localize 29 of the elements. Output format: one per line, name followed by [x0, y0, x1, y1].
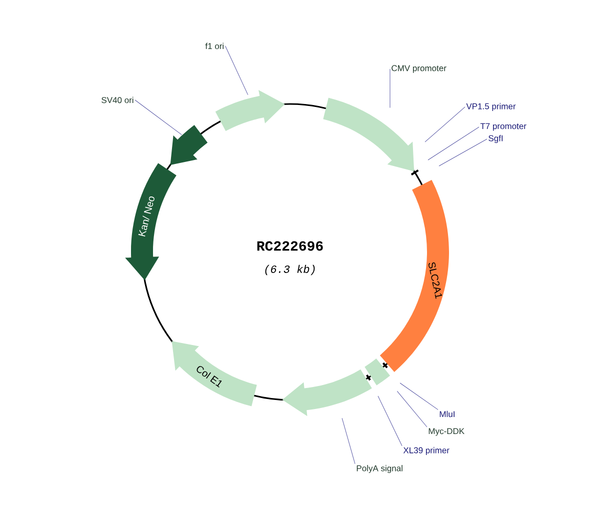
leader-line — [378, 396, 402, 446]
leader-line — [342, 418, 356, 464]
feature-segment — [282, 369, 372, 416]
leader-line — [428, 126, 480, 160]
gene-bar: SLC2A1 — [380, 180, 449, 372]
plasmid-name: RC222696 — [257, 241, 323, 251]
feature-segment: Kan/ Neo — [125, 163, 176, 280]
feature-label: XL39 primer — [403, 447, 450, 455]
feature-segment: Col E1 — [172, 341, 257, 406]
feature-label: SgfI — [488, 135, 503, 143]
leader-line — [438, 138, 488, 166]
feature-label: PolyA signal — [356, 465, 402, 473]
feature-label: MluI — [440, 410, 454, 418]
feature-label: T7 promoter — [480, 123, 526, 131]
feature-label: f1 ori — [205, 42, 224, 50]
tag-block — [364, 358, 390, 386]
feature-segment — [215, 90, 285, 132]
feature-label: VP1.5 primer — [466, 103, 516, 111]
feature-segment — [323, 98, 414, 172]
leader-line — [400, 382, 438, 410]
feature-label: Myc-DDK — [428, 428, 464, 436]
feature-label: SV40 ori — [102, 96, 134, 104]
leader-line — [424, 106, 466, 142]
leader-line — [134, 100, 182, 136]
leader-line — [225, 46, 248, 96]
feature-segment — [170, 125, 208, 165]
plasmid-size: (6.3 kb) — [265, 264, 315, 276]
leader-line — [396, 390, 428, 428]
feature-label: CMV promoter — [392, 65, 446, 73]
